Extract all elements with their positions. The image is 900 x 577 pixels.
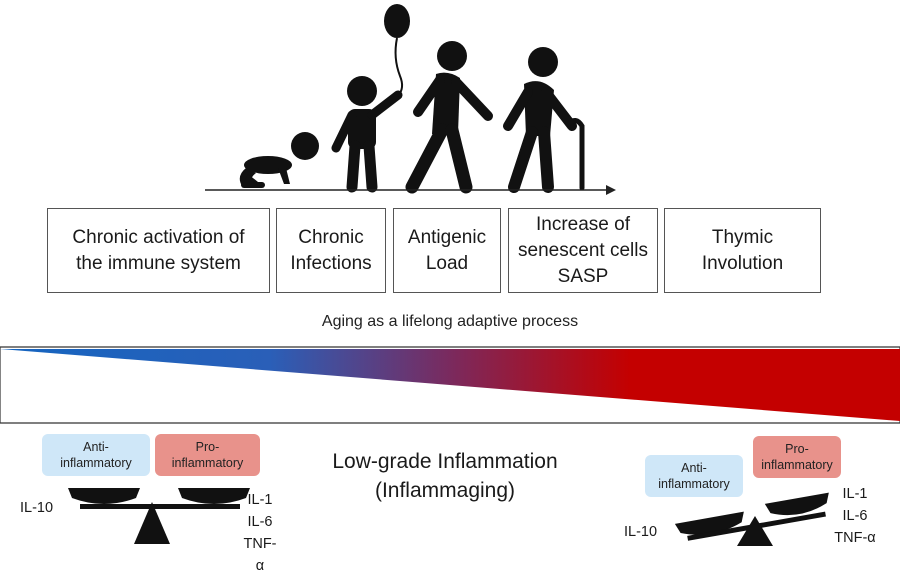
cytokine-label: TNF-α: [834, 530, 876, 546]
left-balance-scale-icon: [68, 488, 250, 544]
right-pro-inflammatory-chip: Pro- inflammatory: [753, 436, 841, 478]
factor-label: Antigenic Load: [407, 226, 487, 274]
cytokine-label: IL-10: [20, 500, 54, 516]
cytokine-label: IL-1: [247, 492, 273, 508]
factor-box-thymic-involution: Thymic Involution: [664, 208, 821, 293]
left-pro-cytokines: IL-1 IL-6 TNF-α: [240, 489, 280, 577]
cytokine-label: TNF-α: [243, 536, 277, 574]
left-anti-inflammatory-chip: Anti- inflammatory: [42, 434, 150, 476]
factor-box-chronic-activation: Chronic activation of the immune system: [47, 208, 270, 293]
factor-label: Thymic Involution: [701, 226, 784, 274]
right-pro-cytokines: IL-1 IL-6 TNF-α: [832, 483, 878, 549]
left-pro-inflammatory-chip: Pro- inflammatory: [155, 434, 260, 476]
factor-label: Chronic activation of the immune system: [72, 226, 245, 274]
timeline-arrow-icon: [205, 185, 616, 195]
inflammation-gradient-wedge: [0, 346, 900, 424]
cytokine-label: IL-6: [247, 514, 273, 530]
factor-label: Increase of senescent cells SASP: [518, 213, 648, 287]
factor-label: Chronic Infections: [290, 226, 372, 274]
factor-box-senescent-cells: Increase of senescent cells SASP: [508, 208, 658, 293]
cytokine-label: IL-1: [842, 486, 868, 502]
aging-caption: Aging as a lifelong adaptive process: [321, 313, 579, 330]
cytokine-label: IL-6: [842, 508, 868, 524]
right-anti-cytokines: IL-10: [624, 521, 657, 543]
baby-crawling-icon: [239, 132, 319, 188]
child-with-balloon-icon: [331, 4, 410, 193]
right-balance-scale-icon: [674, 492, 829, 546]
timeline-illustration: [205, 4, 616, 195]
factor-box-antigenic-load: Antigenic Load: [393, 208, 501, 293]
adult-walking-icon: [405, 41, 493, 194]
cytokine-label: IL-10: [624, 524, 658, 540]
inflammaging-title: Low-grade Inflammation (Inflammaging): [332, 450, 558, 502]
elderly-with-cane-icon: [503, 47, 585, 193]
left-anti-cytokines: IL-10: [20, 497, 53, 519]
right-anti-inflammatory-chip: Anti- inflammatory: [645, 455, 743, 497]
factor-box-chronic-infections: Chronic Infections: [276, 208, 386, 293]
